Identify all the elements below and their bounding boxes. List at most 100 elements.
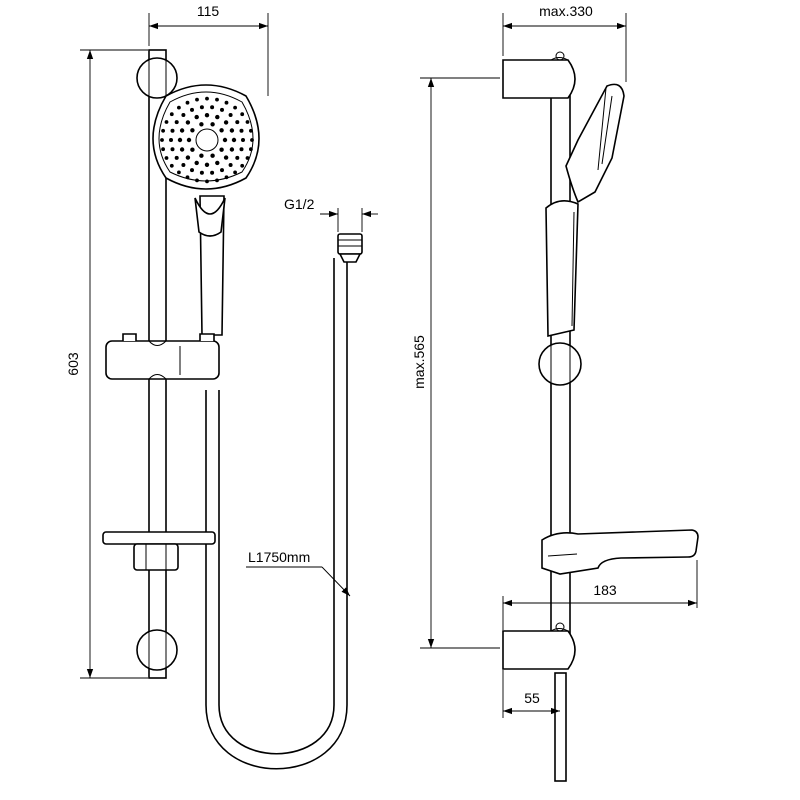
spray-nozzle — [161, 128, 166, 133]
spray-nozzle — [210, 122, 215, 127]
spray-nozzle — [199, 153, 204, 158]
spray-nozzle — [181, 163, 186, 167]
spray-nozzle — [210, 105, 215, 110]
connection-dimension-label: G1/2 — [284, 196, 315, 212]
spray-nozzle — [231, 137, 237, 143]
top-wall-bracket — [136, 57, 178, 99]
spray-nozzle — [164, 120, 169, 124]
spray-nozzle — [190, 147, 195, 152]
spray-nozzle — [215, 114, 220, 120]
spray-nozzle — [174, 155, 179, 160]
spray-nozzle — [199, 122, 204, 127]
spray-nozzle — [186, 137, 192, 143]
spray-nozzle — [170, 147, 175, 152]
spray-nozzle — [249, 128, 253, 133]
spray-nozzle — [185, 120, 191, 125]
wall-offset-dimension-label: 55 — [524, 690, 540, 706]
bottom-wall-bracket — [136, 629, 178, 671]
spray-nozzle — [169, 112, 174, 117]
shelf-depth-dimension-label: 183 — [593, 582, 617, 598]
spray-nozzle — [170, 128, 175, 133]
depth-dimension-label: max.330 — [539, 3, 593, 19]
dimension-max-330: max.330 — [502, 3, 627, 82]
spray-nozzle — [177, 170, 181, 175]
hose-length-dimension-label: L1750mm — [248, 549, 310, 565]
spray-nozzle — [223, 120, 229, 125]
spray-nozzle — [222, 137, 228, 143]
spray-nozzle — [210, 153, 215, 158]
spray-nozzle — [249, 147, 253, 152]
side-shower-holder — [538, 342, 582, 386]
spray-nozzle — [224, 175, 229, 180]
spray-nozzle — [181, 113, 186, 117]
spray-nozzle — [199, 105, 204, 110]
spray-nozzle — [185, 100, 190, 105]
spray-nozzle — [233, 170, 238, 175]
side-bottom-wall-bracket — [502, 622, 576, 670]
spray-nozzle — [229, 128, 235, 133]
spray-nozzle — [215, 178, 219, 183]
spray-nozzle — [161, 147, 166, 152]
spray-nozzle — [245, 120, 250, 124]
front-view: 115 603 G1/2 L1750mm — [65, 3, 378, 770]
spray-nozzle — [241, 138, 245, 142]
spray-nozzle — [194, 114, 199, 120]
spray-nozzle — [164, 156, 169, 160]
spray-nozzle — [240, 163, 245, 168]
spray-nozzle — [250, 138, 254, 142]
spray-nozzle — [190, 107, 194, 112]
spray-nozzle — [190, 168, 194, 173]
spray-nozzle — [240, 112, 245, 117]
spray-nozzle — [185, 155, 191, 160]
soap-shelf — [102, 531, 216, 571]
spray-nozzle — [204, 113, 210, 118]
dimension-183: 183 — [502, 560, 698, 630]
spray-nozzle — [185, 175, 190, 180]
spray-nozzle — [195, 97, 199, 102]
spray-nozzle — [195, 178, 199, 183]
spray-nozzle — [210, 170, 215, 175]
dimension-603: 603 — [65, 49, 148, 679]
spray-nozzle — [169, 163, 174, 168]
spray-nozzle — [160, 138, 164, 142]
spray-nozzle — [233, 105, 238, 110]
side-height-dimension-label: max.565 — [411, 335, 427, 389]
spray-nozzle — [177, 137, 183, 143]
dimension-115: 115 — [148, 3, 269, 96]
spray-nozzle — [174, 120, 179, 125]
height-dimension-label: 603 — [65, 352, 81, 376]
spray-nozzle — [235, 155, 240, 160]
spray-nozzle — [215, 160, 220, 166]
shower-holder-slider — [105, 333, 220, 380]
shower-hose — [205, 233, 363, 770]
spray-nozzle — [229, 147, 235, 152]
spray-nozzle — [199, 170, 204, 175]
spray-nozzle — [215, 97, 219, 102]
spray-nozzle — [205, 96, 209, 101]
spray-nozzle — [179, 147, 185, 152]
dimension-g1-2: G1/2 — [284, 196, 378, 232]
spray-nozzle — [228, 113, 233, 117]
spray-nozzle — [224, 100, 229, 105]
spray-nozzle — [220, 168, 224, 173]
spray-nozzle — [179, 128, 185, 133]
spray-nozzle — [169, 138, 173, 142]
spray-nozzle — [190, 128, 195, 133]
spray-nozzle — [219, 128, 224, 133]
spray-nozzle — [177, 105, 181, 110]
dimension-55: 55 — [502, 670, 560, 718]
spray-nozzle — [228, 163, 233, 167]
side-rail-pin — [554, 672, 567, 782]
side-top-wall-bracket — [502, 51, 576, 99]
spray-nozzle — [205, 179, 209, 184]
spray-nozzle — [204, 162, 210, 167]
dimension-max-565: max.565 — [411, 77, 500, 649]
spray-nozzle — [235, 120, 240, 125]
dimension-hose-length: L1750mm — [246, 549, 351, 597]
spray-nozzle — [239, 128, 244, 133]
spray-nozzle — [194, 160, 199, 166]
spray-nozzle — [220, 107, 224, 112]
spray-nozzle — [245, 156, 250, 160]
side-soap-shelf — [541, 529, 699, 575]
